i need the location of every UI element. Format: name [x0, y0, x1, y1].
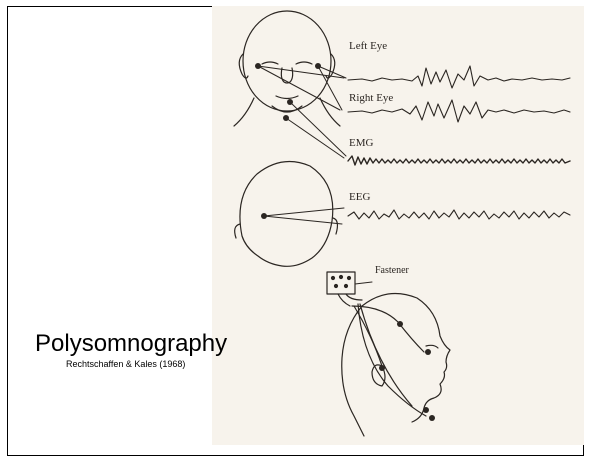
polysomnography-figure: [212, 6, 584, 445]
figure-paper: [212, 6, 584, 445]
slide-title: Polysomnography: [35, 330, 227, 358]
slide: Left Eye Right Eye EMG EEG Fastener Poly…: [0, 0, 591, 445]
eeg-label: EEG: [349, 191, 370, 203]
fastener-label: Fastener: [375, 265, 409, 276]
right-eye-label: Right Eye: [349, 92, 393, 104]
slide-citation: Rechtschaffen & Kales (1968): [66, 359, 185, 369]
left-eye-label: Left Eye: [349, 40, 387, 52]
emg-label: EMG: [349, 137, 373, 149]
